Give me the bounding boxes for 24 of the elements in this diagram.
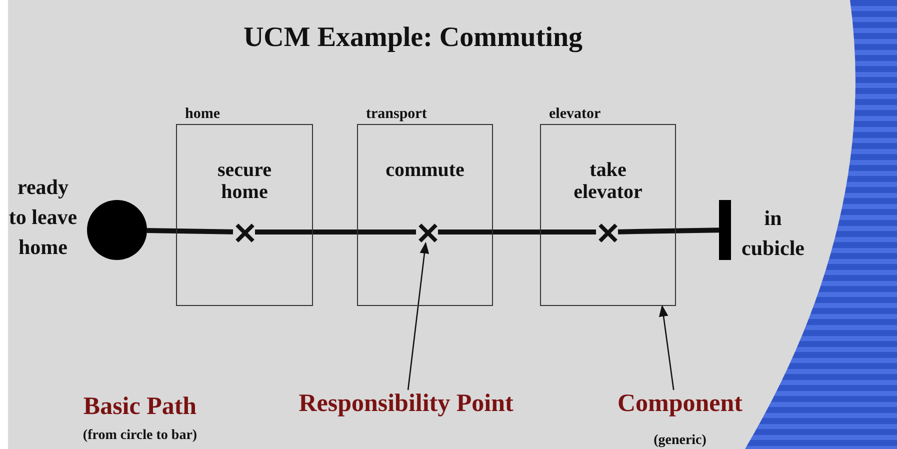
title: UCM Example: Commuting	[242, 22, 584, 54]
responsibility-point-cross	[417, 222, 439, 244]
responsibility-point-cross	[597, 222, 619, 244]
annotation-heading: Responsibility Point	[270, 390, 542, 424]
annotation-heading: Basic Path	[82, 392, 198, 422]
annotation-note: (from circle to bar)	[82, 427, 198, 445]
responsibility-label: secure home	[216, 159, 273, 203]
component-label: elevator	[549, 106, 601, 123]
point-label: ready to leave home	[8, 174, 78, 261]
responsibility-point-cross	[234, 222, 256, 244]
responsibility-label: take elevator	[572, 159, 644, 203]
path-segment	[146, 228, 234, 234]
end-bar	[719, 200, 731, 260]
leader-arrow	[658, 304, 674, 390]
component-label: transport	[366, 106, 427, 123]
path-segment	[255, 230, 416, 234]
point-label: in cubicle	[740, 205, 806, 262]
annotation-heading: Component	[600, 390, 760, 424]
component-label: home	[185, 106, 220, 123]
annotation-note: (generic)	[652, 432, 708, 449]
responsibility-label: commute	[384, 159, 466, 181]
path-segment	[618, 228, 720, 234]
leader-arrow	[407, 242, 430, 390]
path-segment	[438, 230, 596, 234]
